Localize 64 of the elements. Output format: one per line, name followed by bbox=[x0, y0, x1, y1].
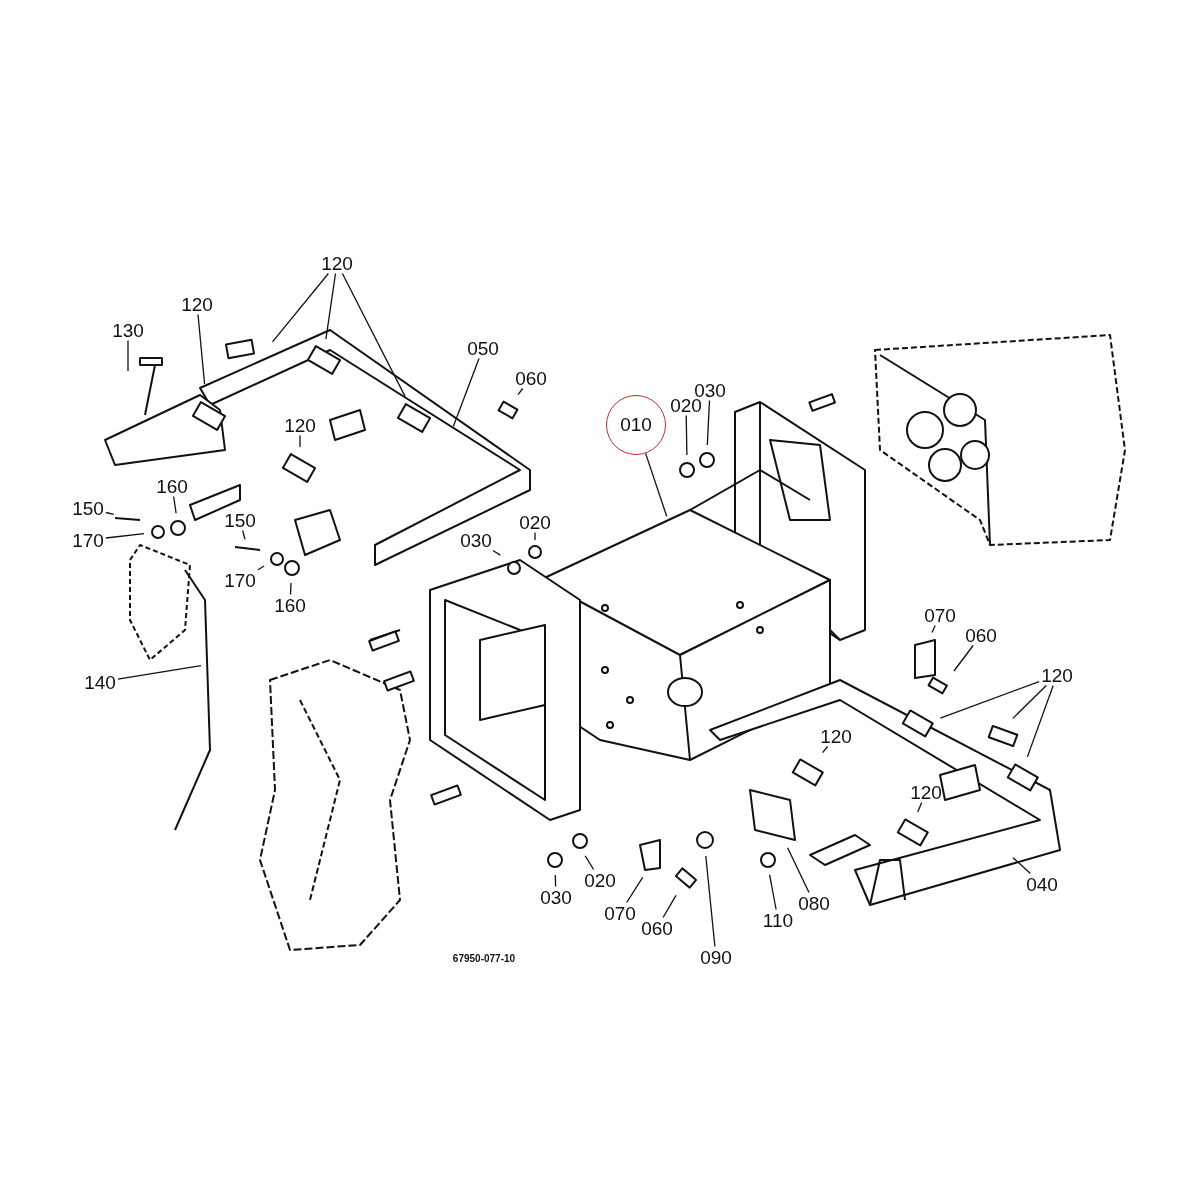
leader-line bbox=[626, 876, 644, 904]
leader-line bbox=[257, 565, 265, 571]
leader-line bbox=[584, 855, 595, 871]
callout-number: 120 bbox=[179, 293, 215, 315]
callout-number: 030 bbox=[538, 886, 574, 908]
callout-number: 110 bbox=[760, 909, 796, 931]
callout-number: 120 bbox=[818, 725, 854, 747]
callout-number: 070 bbox=[922, 604, 958, 626]
leader-line bbox=[492, 549, 501, 556]
leader-line bbox=[685, 414, 688, 456]
callout-number: 060 bbox=[513, 367, 549, 389]
leader-line bbox=[554, 874, 557, 888]
leader-line bbox=[325, 272, 337, 340]
leader-line bbox=[1026, 684, 1054, 758]
leader-line bbox=[452, 357, 480, 427]
leader-line bbox=[517, 387, 524, 396]
callout-number: 030 bbox=[458, 529, 494, 551]
leader-line bbox=[172, 495, 177, 514]
callout-number: 170 bbox=[222, 569, 258, 591]
callout-number: 150 bbox=[222, 509, 258, 531]
callout-number: 140 bbox=[82, 671, 118, 693]
callout-number: 170 bbox=[70, 529, 106, 551]
callout-number: 080 bbox=[796, 892, 832, 914]
callout-number: 090 bbox=[698, 946, 734, 968]
leader-line bbox=[931, 624, 936, 634]
leader-line bbox=[197, 313, 206, 385]
leader-line bbox=[1012, 684, 1047, 720]
callout-number: 130 bbox=[110, 319, 146, 341]
leader-line bbox=[534, 531, 536, 541]
leader-line bbox=[127, 339, 129, 372]
callout-number: 020 bbox=[517, 511, 553, 533]
callout-number: 150 bbox=[70, 497, 106, 519]
callout-number: 160 bbox=[272, 594, 308, 616]
leader-line bbox=[105, 511, 115, 516]
leader-line bbox=[271, 272, 330, 343]
callout-number: 020 bbox=[582, 869, 618, 891]
leader-line bbox=[768, 874, 777, 911]
callout-number: 120 bbox=[1039, 664, 1075, 686]
leader-line bbox=[105, 533, 145, 539]
leader-line bbox=[939, 680, 1040, 719]
leader-line bbox=[644, 452, 668, 517]
leader-line bbox=[1012, 857, 1032, 875]
callout-number: 040 bbox=[1024, 873, 1060, 895]
leader-line bbox=[117, 664, 202, 680]
leader-line bbox=[299, 434, 301, 448]
callout-number: 070 bbox=[602, 902, 638, 924]
callout-number: 120 bbox=[282, 414, 318, 436]
callout-number: 160 bbox=[154, 475, 190, 497]
leader-line bbox=[242, 529, 246, 540]
leader-line bbox=[341, 272, 406, 398]
callout-number: 120 bbox=[319, 252, 355, 274]
leader-line bbox=[917, 801, 923, 813]
callout-number: 050 bbox=[465, 337, 501, 359]
callout-number: 060 bbox=[963, 624, 999, 646]
leader-line bbox=[706, 399, 711, 446]
callout-number: 120 bbox=[908, 781, 944, 803]
drawing-number: 67950-077-10 bbox=[452, 952, 516, 964]
leader-line bbox=[786, 847, 810, 894]
leader-line bbox=[953, 644, 974, 672]
leader-line bbox=[662, 894, 677, 919]
leader-line bbox=[821, 745, 829, 754]
callout-number: 060 bbox=[639, 917, 675, 939]
leader-line bbox=[289, 582, 292, 596]
leader-line bbox=[705, 855, 716, 948]
